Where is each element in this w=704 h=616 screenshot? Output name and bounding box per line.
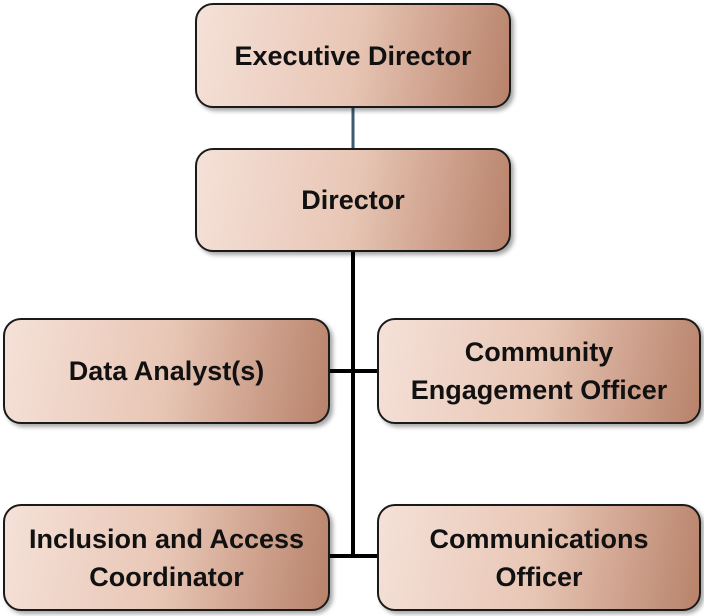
label-community-engagement-officer: Community Engagement Officer <box>410 337 668 405</box>
box-executive-director: Executive Director <box>195 3 511 108</box>
box-community-engagement-officer: Community Engagement Officer <box>377 318 701 424</box>
box-inclusion-access-coordinator: Inclusion and Access Coordinator <box>3 504 330 611</box>
label-director: Director <box>301 185 405 215</box>
label-inclusion-access-coordinator: Inclusion and Access Coordinator <box>28 523 305 592</box>
label-data-analysts: Data Analyst(s) <box>68 356 265 386</box>
label-communications-officer: Communications Officer <box>429 523 649 592</box>
label-executive-director: Executive Director <box>234 40 472 71</box>
box-data-analysts: Data Analyst(s) <box>3 318 330 424</box>
box-communications-officer: Communications Officer <box>377 504 701 611</box>
box-director: Director <box>195 148 511 252</box>
